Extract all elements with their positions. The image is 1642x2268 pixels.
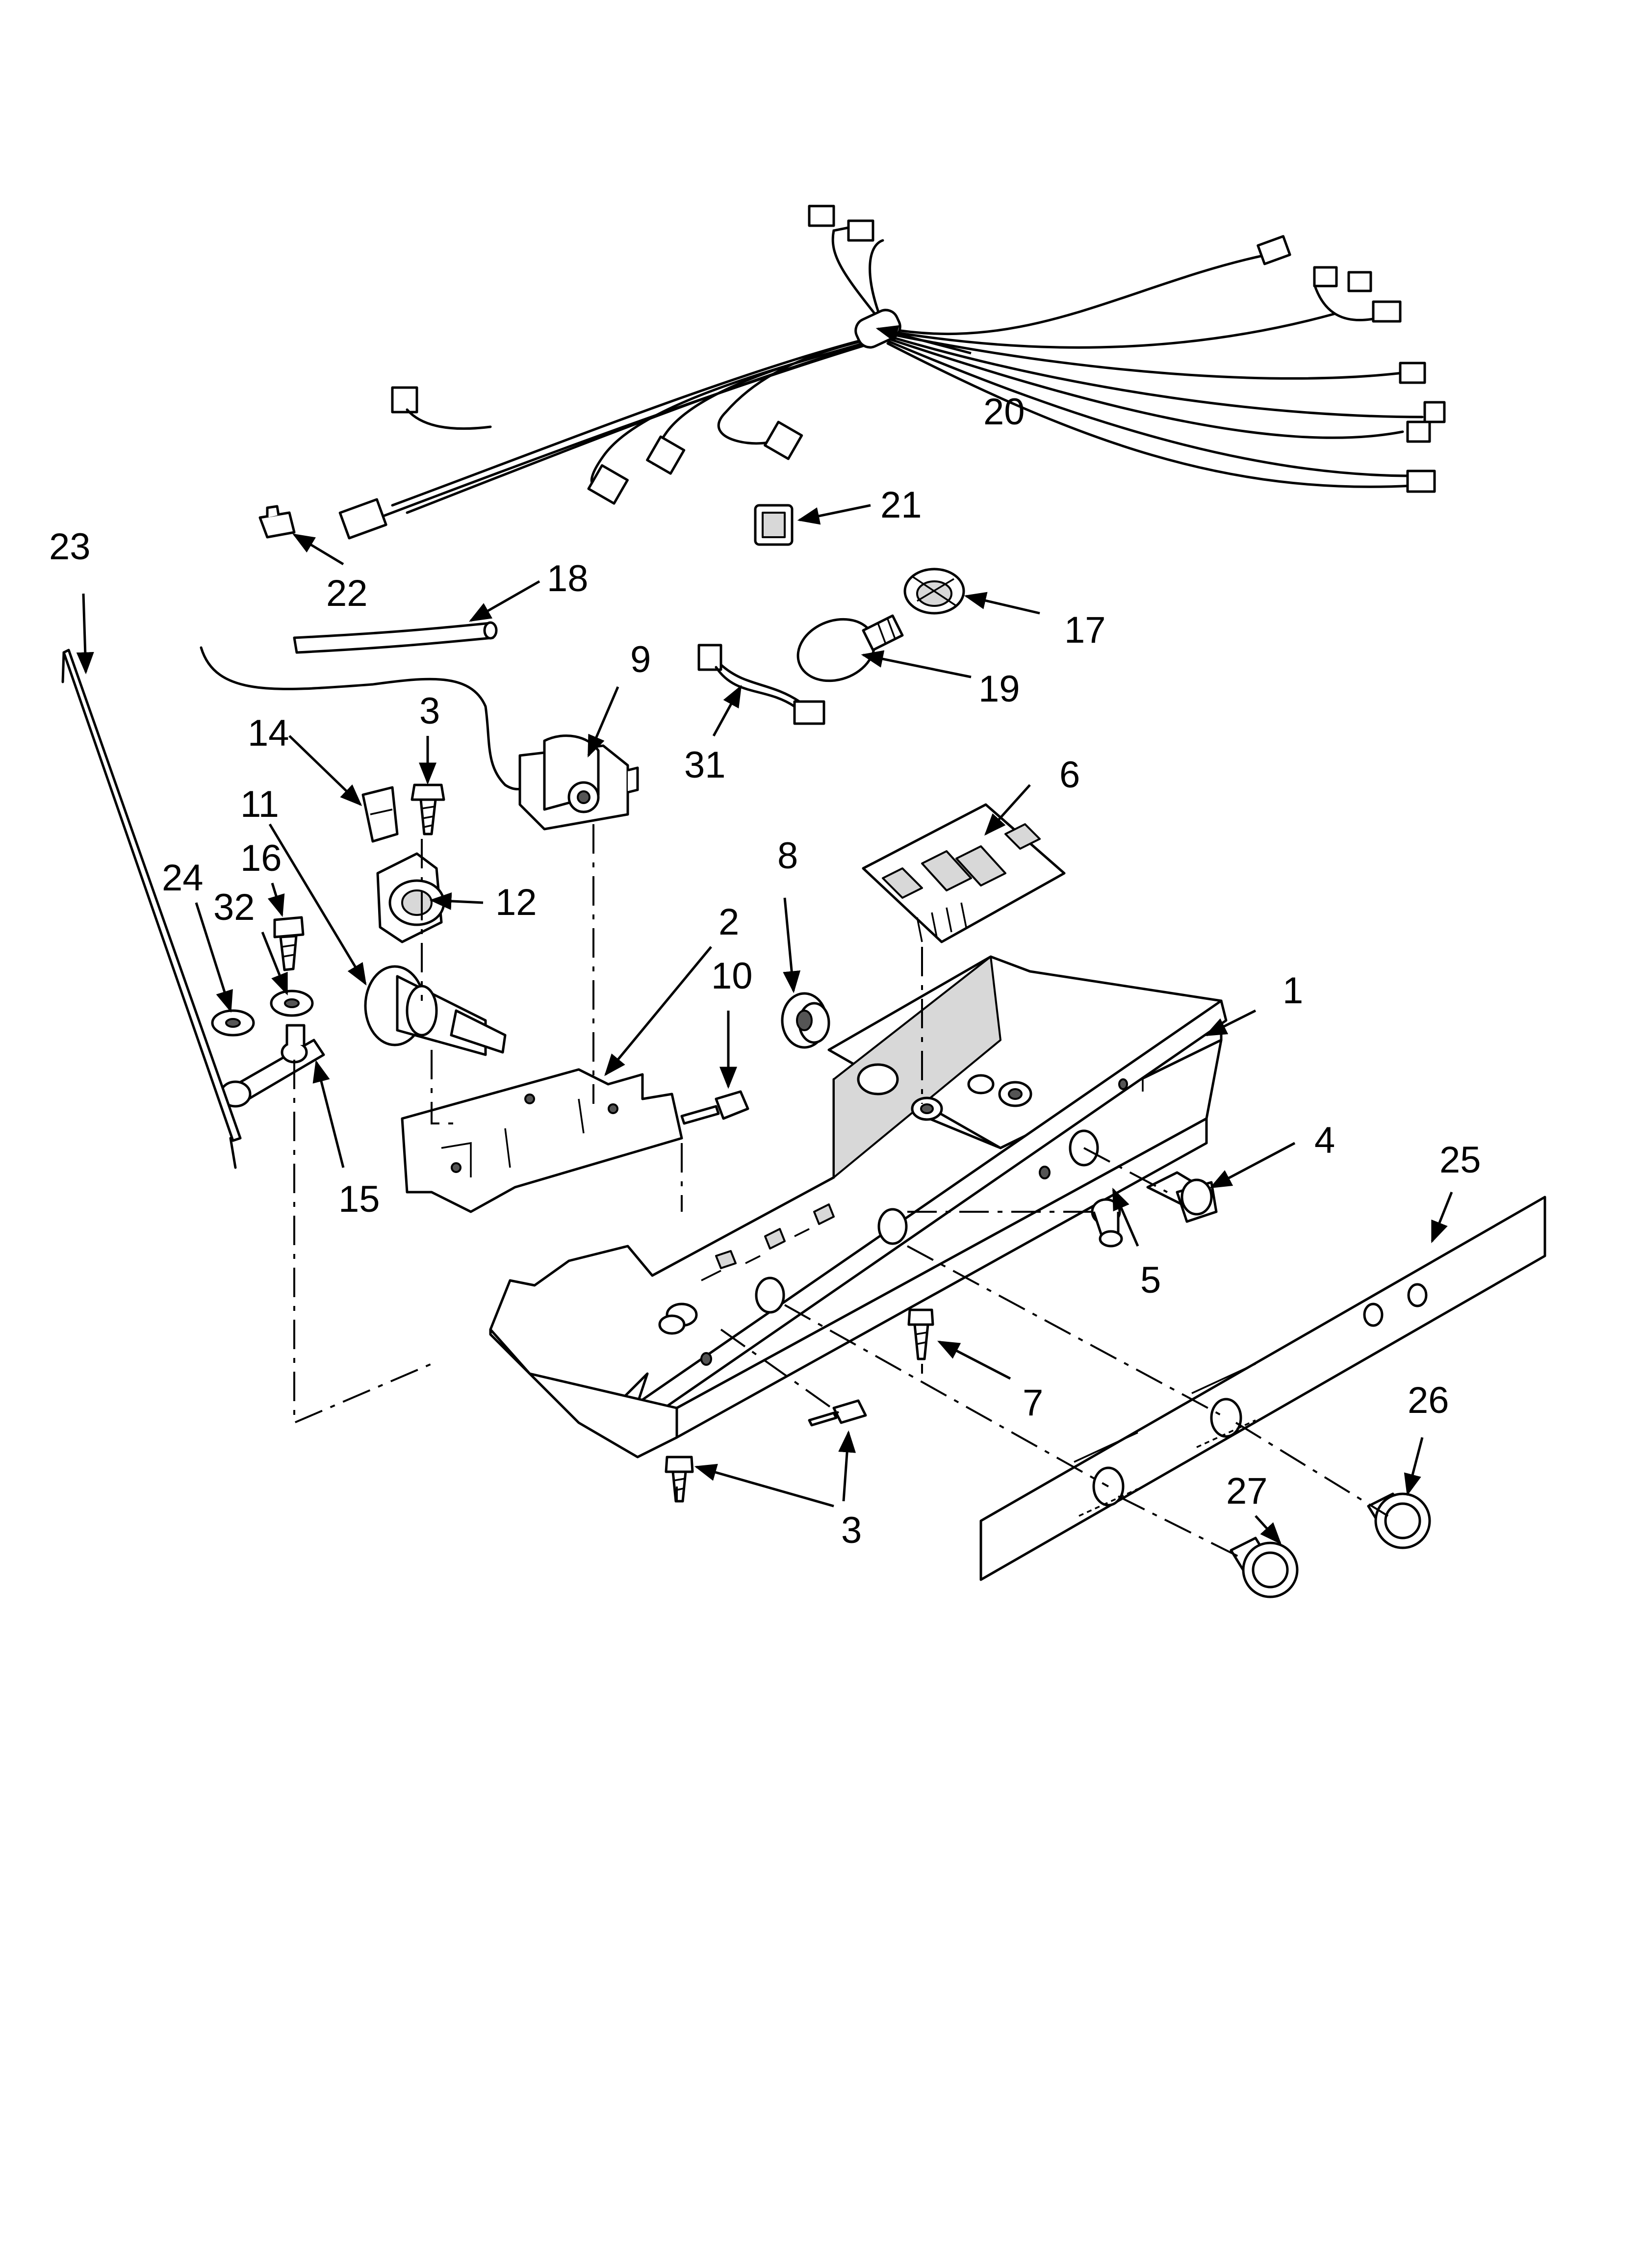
knob-part-27 [1230,1537,1299,1598]
part-22 [258,505,296,539]
callout-18: 18 [547,558,589,600]
callout-25: 25 [1439,1139,1481,1181]
callout-9: 9 [630,639,651,680]
callout-31: 31 [684,744,726,786]
callout-24: 24 [162,857,204,899]
knob-part-26 [1367,1492,1431,1549]
screw-part-7 [907,1308,934,1360]
callout-3-lower: 3 [841,1510,862,1551]
callout-27: 27 [1226,1470,1268,1512]
callout-labels: 20 21 22 18 23 17 19 9 31 14 3 6 12 11 8… [49,391,1481,1551]
callout-16: 16 [240,837,282,879]
grommet-part-8 [781,992,830,1049]
alignment-lines [293,824,1389,1561]
callout-21: 21 [880,484,922,526]
thermostat-part-9 [200,646,639,831]
control-board-part-6 [862,803,1066,943]
bracket-part-12 [376,852,445,943]
callout-14: 14 [248,712,289,754]
callout-5: 5 [1140,1259,1161,1301]
lever-part-15 [219,1024,325,1108]
light-bulb-part-19 [796,614,904,682]
callout-6: 6 [1059,754,1080,796]
callout-11: 11 [240,783,279,825]
screw-part-16 [273,916,305,971]
washer-part-32 [270,990,314,1017]
leader-arrows [76,325,1453,1545]
callout-1: 1 [1283,970,1303,1012]
screw-part-10 [680,1090,749,1125]
callout-26: 26 [1408,1380,1449,1421]
screw-part-3-upper [410,783,445,835]
part-21 [754,504,794,546]
part-5 [1091,1198,1123,1248]
callout-17: 17 [1064,609,1106,651]
callout-23: 23 [49,526,91,568]
rod-part-23 [61,649,242,1169]
shaft-part-11 [364,965,507,1056]
callout-22: 22 [326,573,368,614]
bracket-part-2 [401,1068,683,1213]
front-panel-part-25 [979,1196,1546,1581]
callout-12: 12 [495,882,537,923]
callout-7: 7 [1023,1382,1043,1424]
screw-part-3-side [808,1399,867,1427]
wire-harness-part-31 [697,644,825,725]
callout-32: 32 [213,886,255,928]
light-socket-part-17 [903,568,965,615]
part-14 [361,786,399,843]
washer-part-24 [211,1009,255,1037]
callout-2: 2 [718,901,739,943]
callout-19: 19 [978,668,1020,710]
callout-10: 10 [711,955,753,997]
part-4 [1146,1171,1218,1223]
screw-part-3-lower [665,1456,694,1503]
callout-20: 20 [983,391,1025,433]
callout-3-upper: 3 [419,690,440,732]
tube-part-18 [293,621,498,654]
callout-4: 4 [1314,1120,1335,1161]
callout-15: 15 [338,1178,380,1220]
callout-8: 8 [777,835,798,877]
